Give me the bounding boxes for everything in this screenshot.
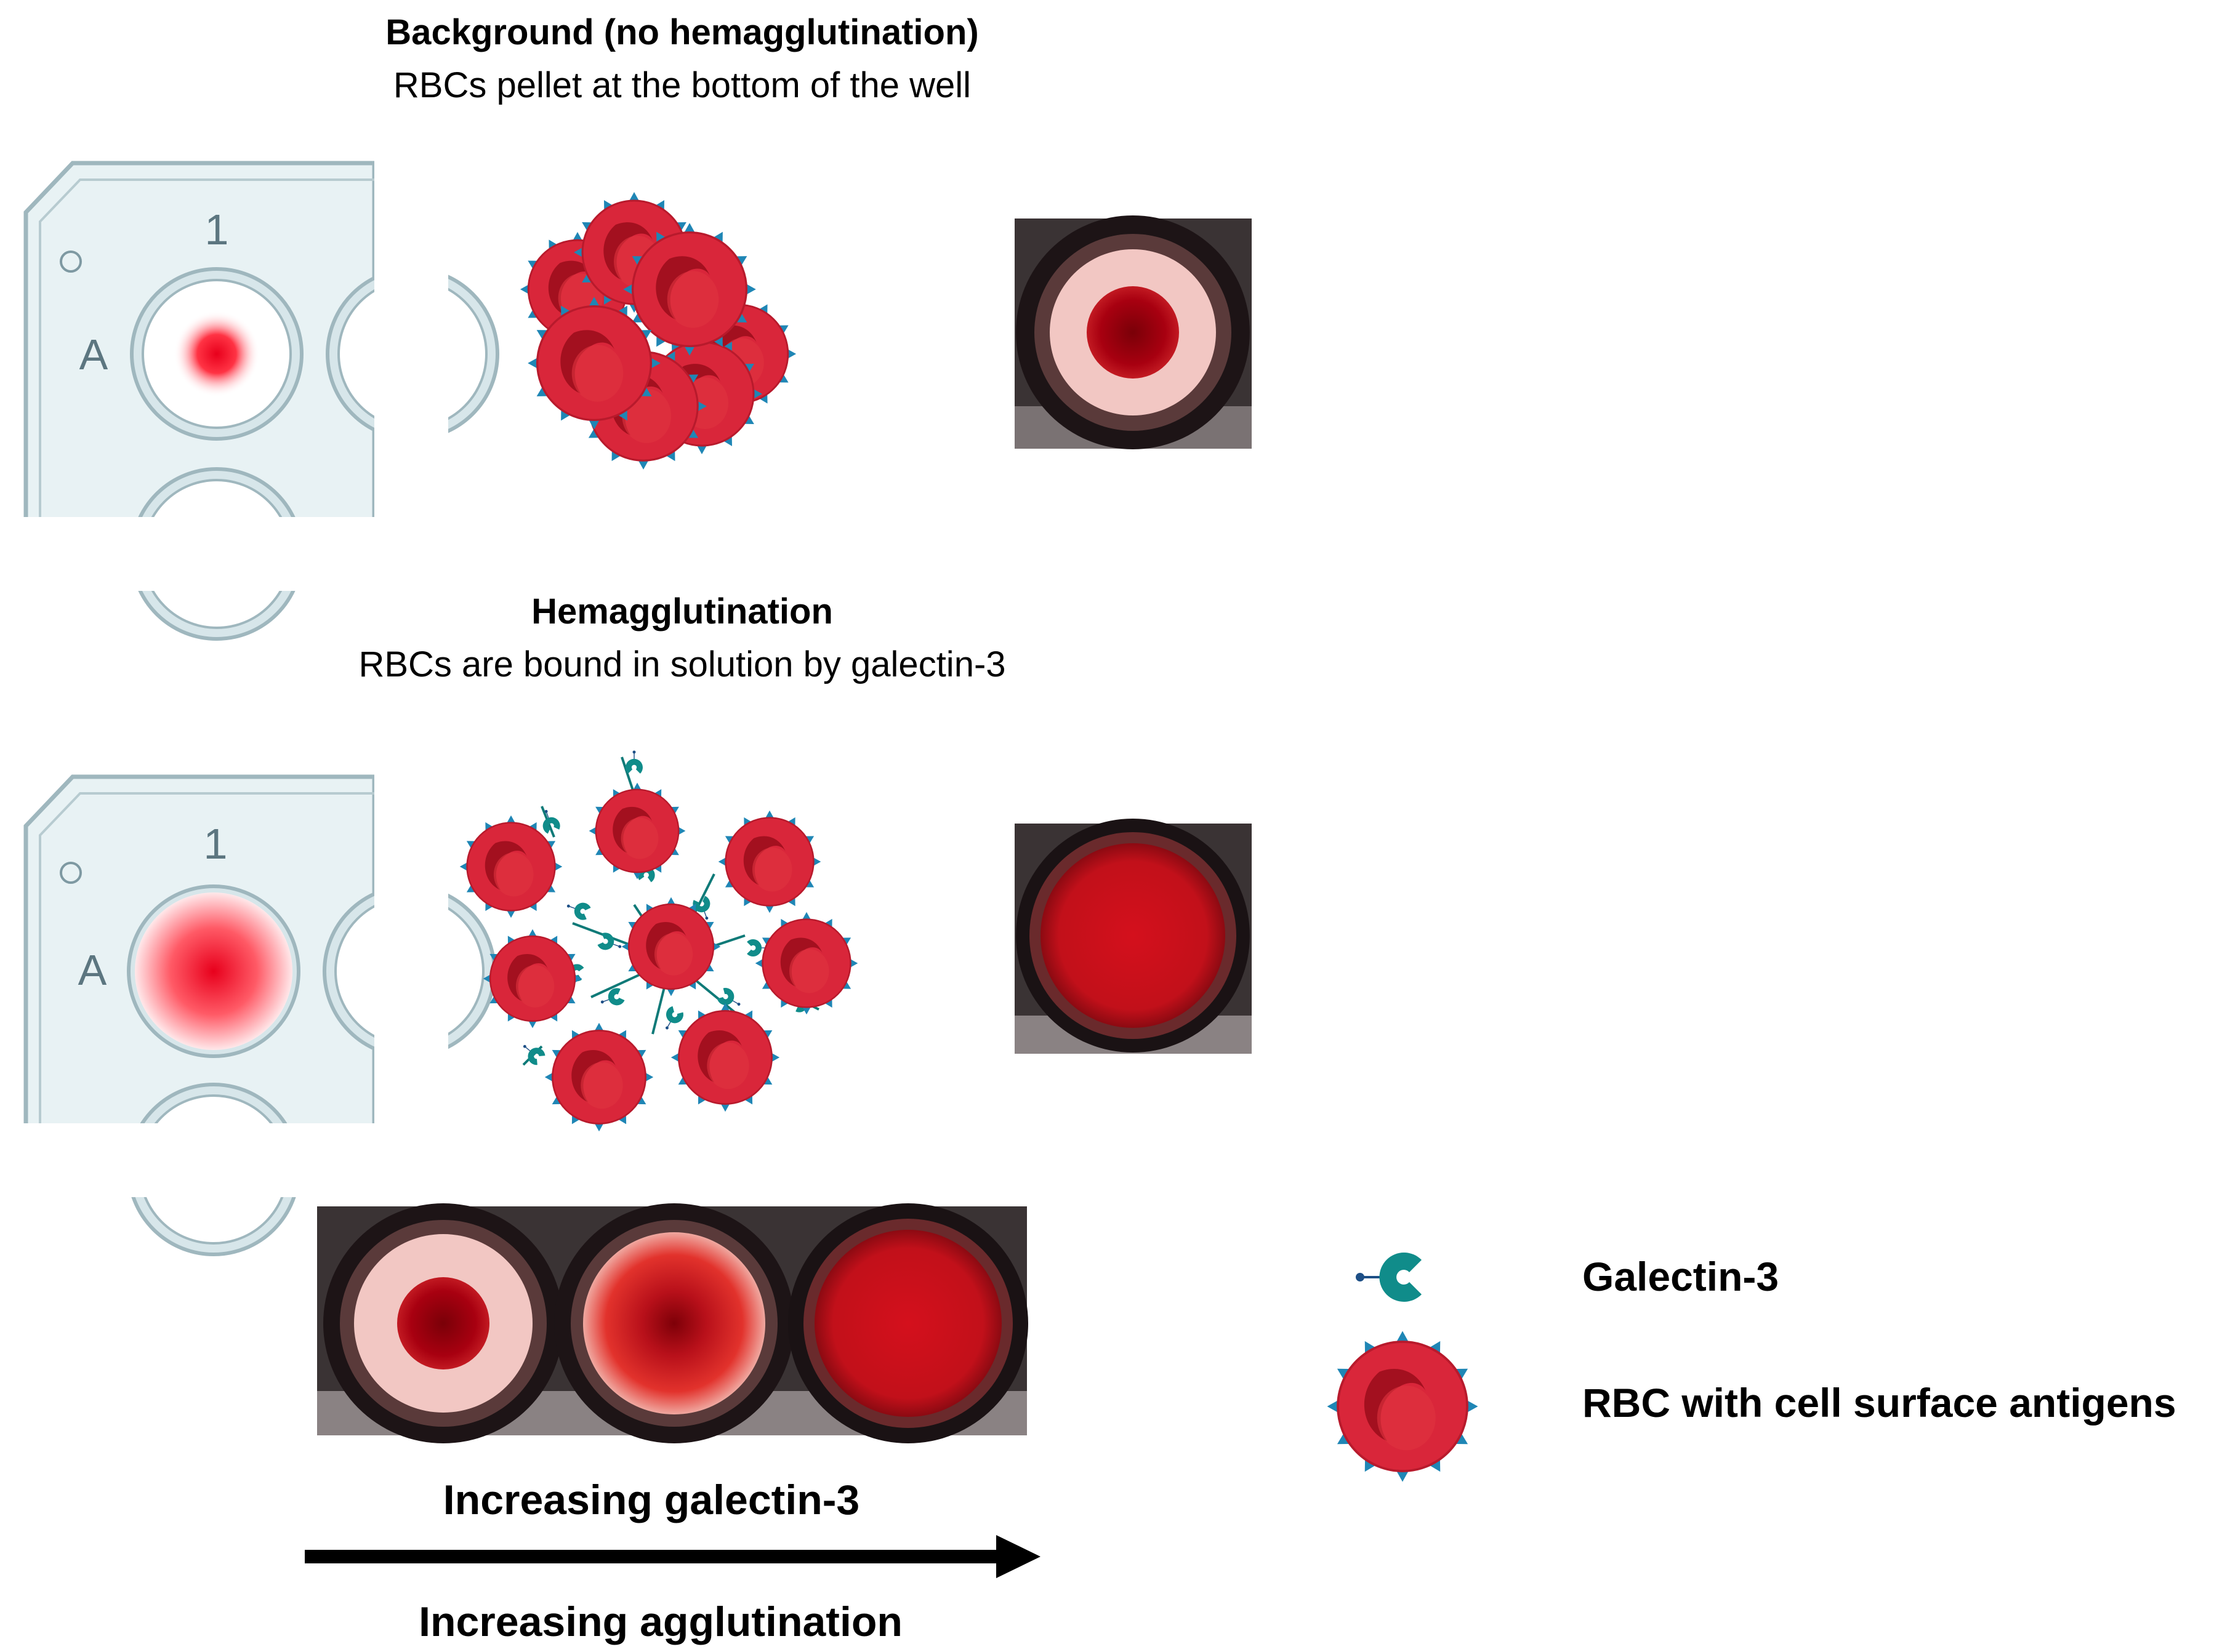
top-plate-column-label: 1 [205,206,229,254]
rbc-pellet-cluster [519,191,797,471]
legend-rbc-icon [1326,1329,1479,1483]
middle-plate-column-label: 1 [204,820,228,868]
middle-plate-row-label: A [78,946,107,994]
middle-subtitle: RBCs are bound in solution by galectin-3 [358,644,1005,684]
top-plate-icon [0,148,499,641]
legend-rbc-label: RBC with cell surface antigens [1582,1380,2176,1425]
legend-galectin-icon [1355,1251,1423,1303]
middle-well-photo [1015,819,1252,1054]
middle-title: Hemagglutination [531,591,833,632]
middle-plate-icon [0,763,496,1256]
direction-arrow [305,1535,1041,1578]
top-subtitle: RBCs pellet at the bottom of the well [393,65,971,105]
rbc-agglutination-network [459,750,859,1133]
top-title: Background (no hemagglutination) [385,12,978,52]
gradient-strip-photo [317,1203,1028,1443]
top-plate-row-label: A [79,331,108,379]
gradient-bottom-label: Increasing agglutination [419,1598,903,1645]
top-well-photo [1015,215,1252,449]
legend-galectin-label: Galectin-3 [1582,1254,1779,1299]
gradient-top-label: Increasing galectin-3 [443,1477,859,1523]
